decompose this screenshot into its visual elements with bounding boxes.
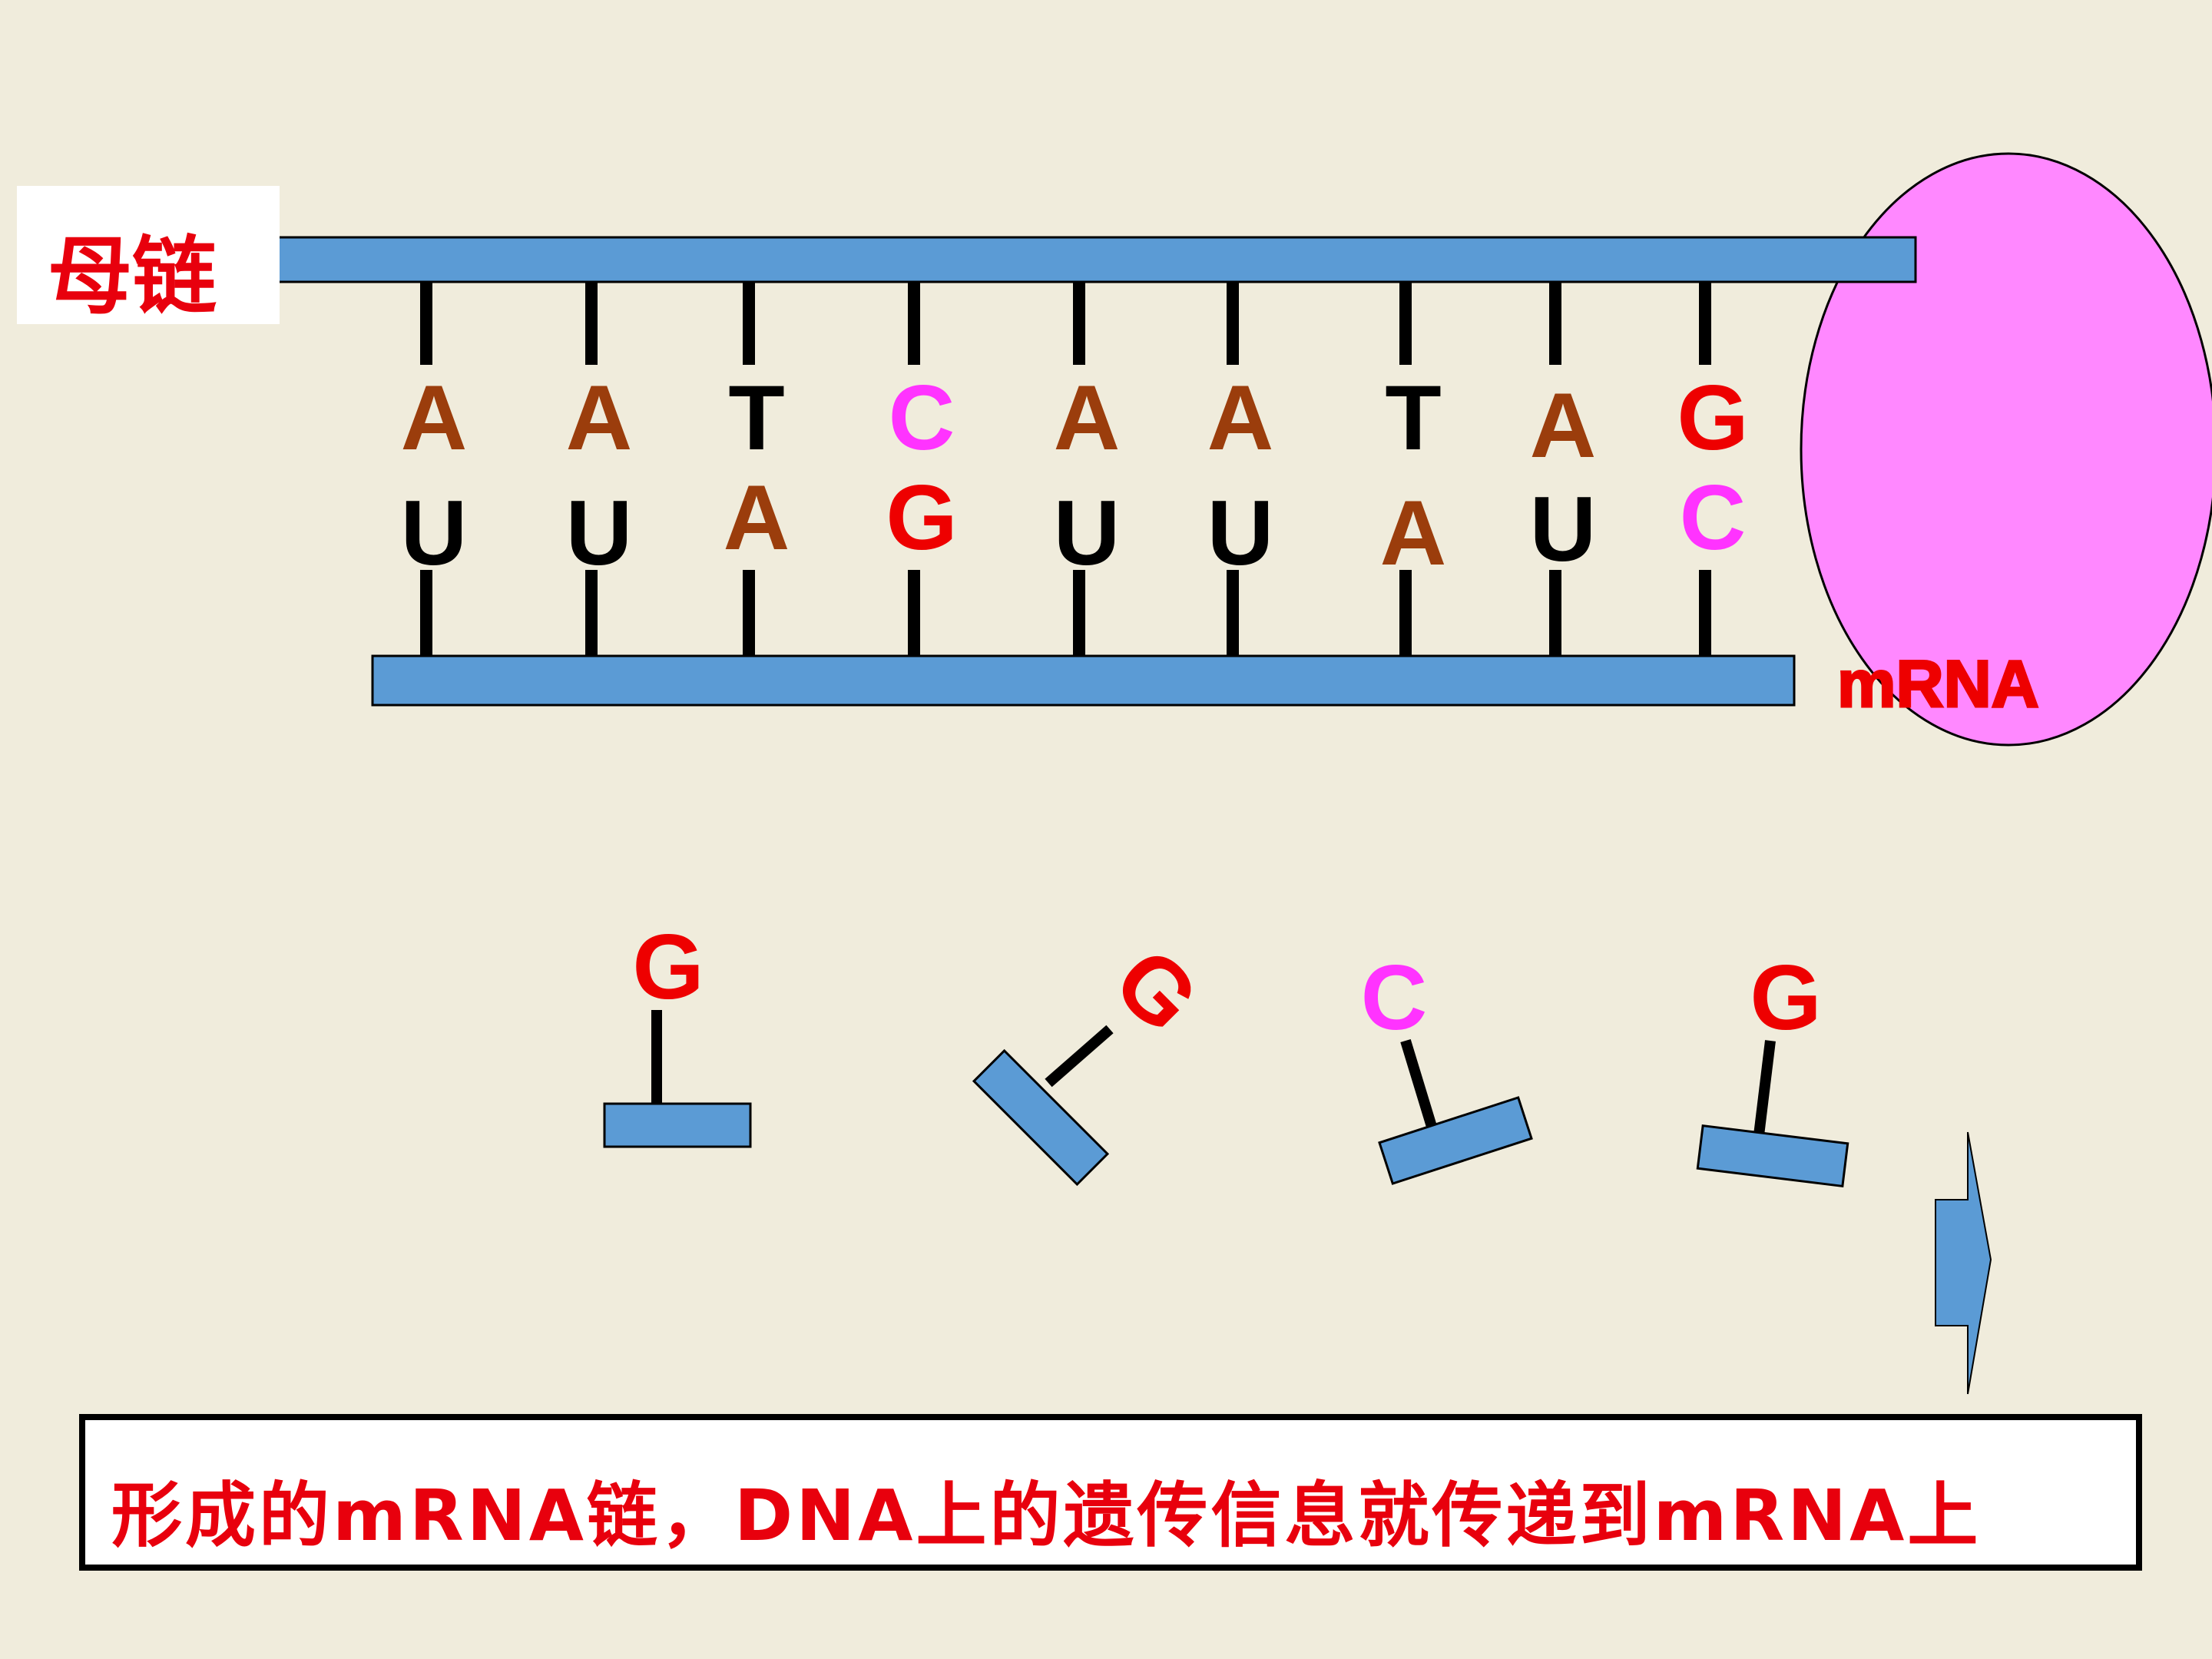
free-nucleotide: G bbox=[1696, 946, 1849, 1188]
nucleotide-base-letter: G bbox=[1094, 929, 1218, 1052]
base-pair: TA bbox=[1380, 282, 1447, 656]
base-pair: TA bbox=[724, 282, 790, 656]
nucleotide-bond-line bbox=[1045, 1025, 1114, 1088]
mrna-base-letter: U bbox=[1054, 482, 1121, 584]
mrna-base-letter: C bbox=[1680, 466, 1747, 569]
direction-arrow bbox=[1935, 1131, 1992, 1395]
base-pair: AU bbox=[1054, 282, 1121, 656]
mrna-base-letter: U bbox=[1530, 478, 1597, 581]
base-pair: AU bbox=[1530, 282, 1597, 656]
template-base-letter: T bbox=[728, 366, 784, 469]
free-nucleotide: G bbox=[972, 929, 1218, 1187]
template-base-letter: C bbox=[889, 366, 955, 469]
template-base-letter: A bbox=[1530, 374, 1597, 477]
rna-polymerase-ellipse bbox=[1800, 152, 2212, 747]
caption-box: 形成的mRNA链，DNA上的遗传信息就传递到mRNA上 bbox=[79, 1414, 2142, 1571]
nucleotide-sugar-block bbox=[1696, 1124, 1849, 1188]
nucleotide-sugar-block bbox=[972, 1048, 1110, 1187]
nucleotide-bond-line bbox=[1753, 1040, 1776, 1136]
nucleotide-base-letter: G bbox=[632, 916, 704, 1018]
parent-strand-label-box: 母链 bbox=[17, 186, 280, 326]
base-pair: GC bbox=[1677, 282, 1749, 656]
free-nucleotide: G bbox=[603, 916, 752, 1148]
parent-strand-backbone bbox=[269, 236, 1917, 283]
template-base-letter: A bbox=[566, 366, 633, 469]
template-base-letter: A bbox=[1207, 366, 1274, 469]
template-base-letter: G bbox=[1677, 366, 1748, 469]
nucleotide-base-letter: C bbox=[1361, 946, 1428, 1049]
mrna-base-letter: G bbox=[886, 466, 957, 569]
mrna-base-letter: A bbox=[1380, 482, 1447, 584]
mrna-base-letter: U bbox=[566, 482, 633, 584]
nucleotide-base-letter: G bbox=[1750, 946, 1821, 1049]
base-pair: AU bbox=[566, 282, 633, 656]
base-pair: CG bbox=[886, 282, 958, 656]
mrna-base-letter: A bbox=[724, 466, 790, 569]
template-base-letter: A bbox=[1054, 366, 1121, 469]
mrna-base-letter: U bbox=[1207, 482, 1274, 584]
mrna-base-letter: U bbox=[401, 482, 468, 584]
base-pair: AU bbox=[1207, 282, 1274, 656]
base-pair: AU bbox=[401, 282, 468, 656]
template-base-letter: A bbox=[401, 366, 468, 469]
nucleotide-sugar-block bbox=[1378, 1096, 1533, 1185]
mrna-strand-backbone bbox=[371, 654, 1796, 707]
template-base-letter: T bbox=[1385, 366, 1441, 469]
caption-text: 形成的mRNA链，DNA上的遗传信息就传递到mRNA上 bbox=[111, 1475, 1982, 1557]
nucleotide-bond-line bbox=[1400, 1038, 1438, 1131]
mrna-label: mRNA bbox=[1837, 647, 2039, 721]
parent-strand-label: 母链 bbox=[48, 227, 217, 326]
free-nucleotide: C bbox=[1361, 946, 1533, 1185]
nucleotide-sugar-block bbox=[603, 1102, 752, 1148]
